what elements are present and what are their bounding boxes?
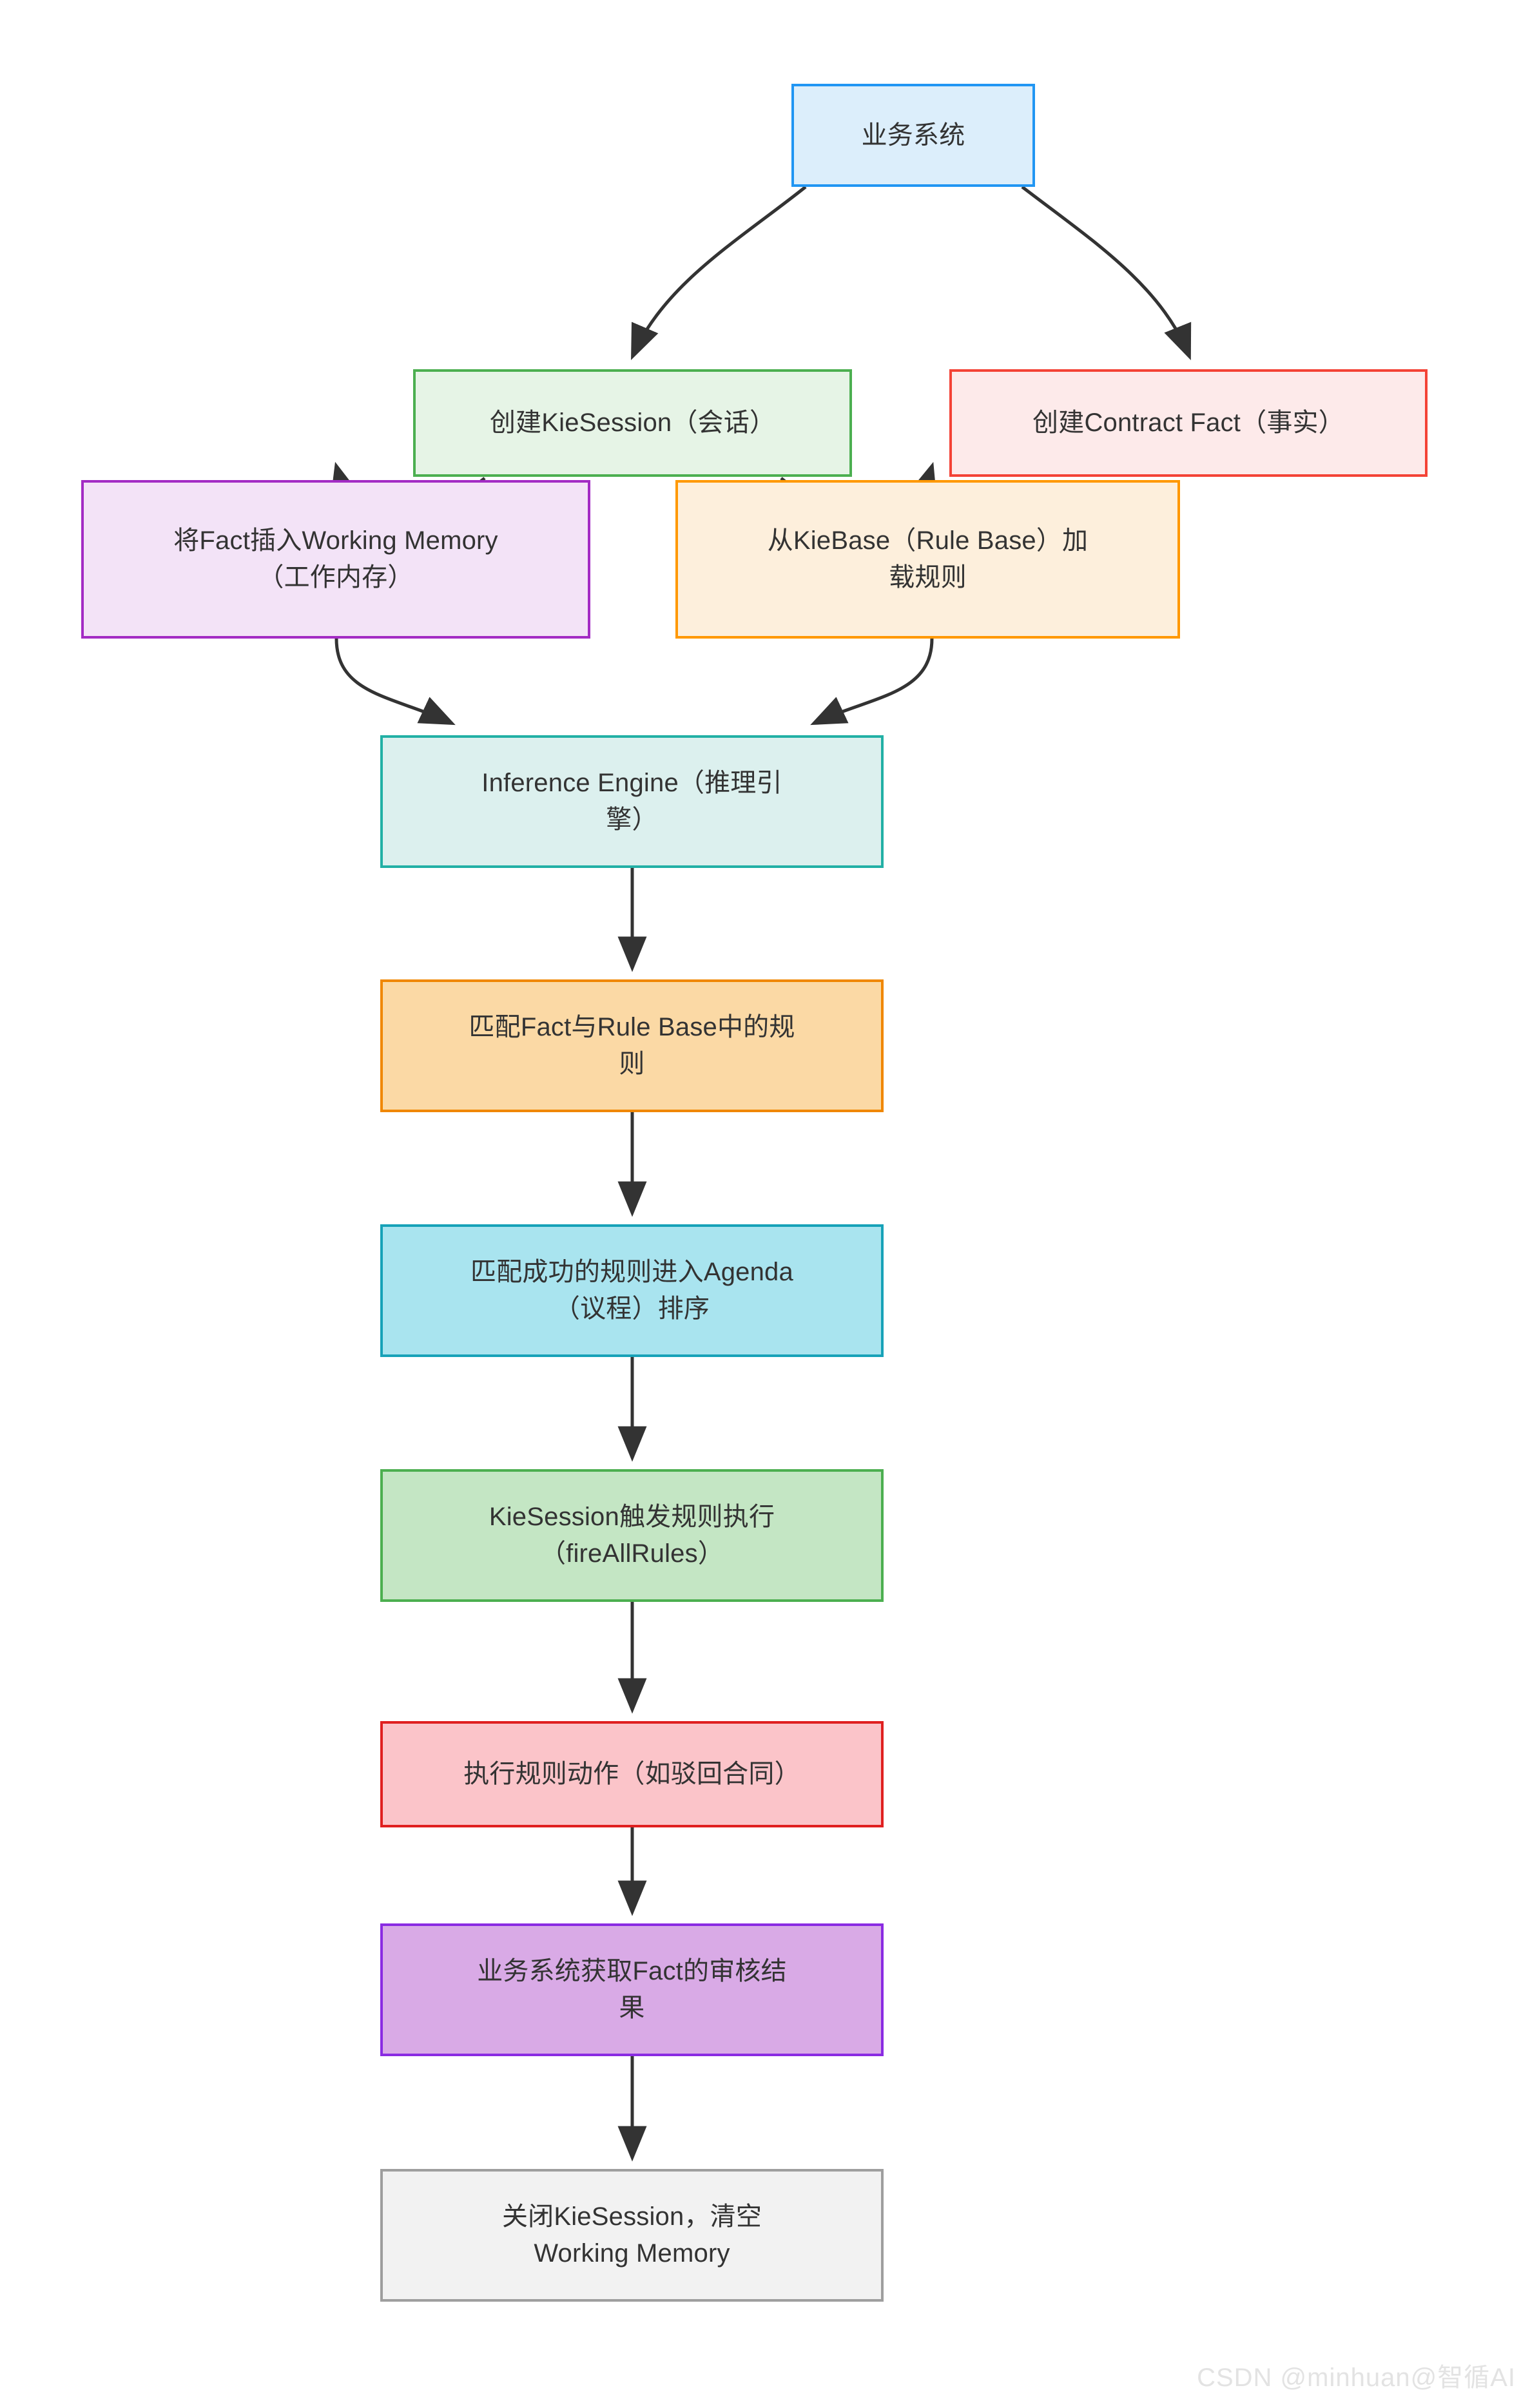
edge-insert-fact-to-inference-visible — [334, 638, 456, 726]
node-label-insert-fact-working-memory: 将Fact插入Working Memory （工作内存） — [173, 526, 498, 592]
edge-business-to-contract-fact — [1021, 186, 1192, 360]
node-match-fact-rules[interactable]: 匹配Fact与Rule Base中的规 则 — [380, 979, 884, 1112]
csdn-watermark: CSDN @minhuan@智循AI — [1197, 2364, 1516, 2392]
edge-business-to-kiesession — [631, 186, 807, 360]
node-label-execute-rule-action: 执行规则动作（如驳回合同） — [463, 1760, 800, 1789]
node-label-create-contract-fact: 创建Contract Fact（事实） — [1032, 409, 1344, 438]
node-label-fire-all-rules: KieSession触发规则执行 （fireAllRules） — [489, 1503, 775, 1568]
node-get-audit-result[interactable]: 业务系统获取Fact的审核结 果 — [380, 1923, 884, 2056]
node-create-kiesession[interactable]: 创建KieSession（会话） — [413, 369, 852, 477]
edge-load-rules-to-inference-visible — [810, 638, 934, 726]
node-label-get-audit-result: 业务系统获取Fact的审核结 果 — [477, 1957, 787, 2022]
node-inference-engine[interactable]: Inference Engine（推理引 擎） — [380, 735, 884, 868]
node-create-contract-fact[interactable]: 创建Contract Fact（事实） — [949, 369, 1428, 477]
node-agenda-ordering[interactable]: 匹配成功的规则进入Agenda （议程）排序 — [380, 1224, 884, 1357]
node-label-inference-engine: Inference Engine（推理引 擎） — [481, 769, 782, 834]
node-execute-rule-action[interactable]: 执行规则动作（如驳回合同） — [380, 1721, 884, 1827]
node-label-business-system: 业务系统 — [861, 120, 965, 149]
node-label-load-rules-from-kiebase: 从KieBase（Rule Base）加 载规则 — [767, 526, 1089, 592]
node-label-close-kiesession: 关闭KieSession，清空 Working Memory — [501, 2202, 762, 2268]
node-load-rules-from-kiebase[interactable]: 从KieBase（Rule Base）加 载规则 — [675, 480, 1180, 639]
node-insert-fact-working-memory[interactable]: 将Fact插入Working Memory （工作内存） — [81, 480, 590, 639]
node-label-create-kiesession: 创建KieSession（会话） — [489, 409, 776, 438]
node-business-system[interactable]: 业务系统 — [791, 84, 1035, 187]
node-label-agenda-ordering: 匹配成功的规则进入Agenda （议程）排序 — [470, 1258, 793, 1323]
node-close-kiesession[interactable]: 关闭KieSession，清空 Working Memory — [380, 2169, 884, 2302]
node-fire-all-rules[interactable]: KieSession触发规则执行 （fireAllRules） — [380, 1469, 884, 1602]
node-label-match-fact-rules: 匹配Fact与Rule Base中的规 则 — [469, 1013, 795, 1078]
